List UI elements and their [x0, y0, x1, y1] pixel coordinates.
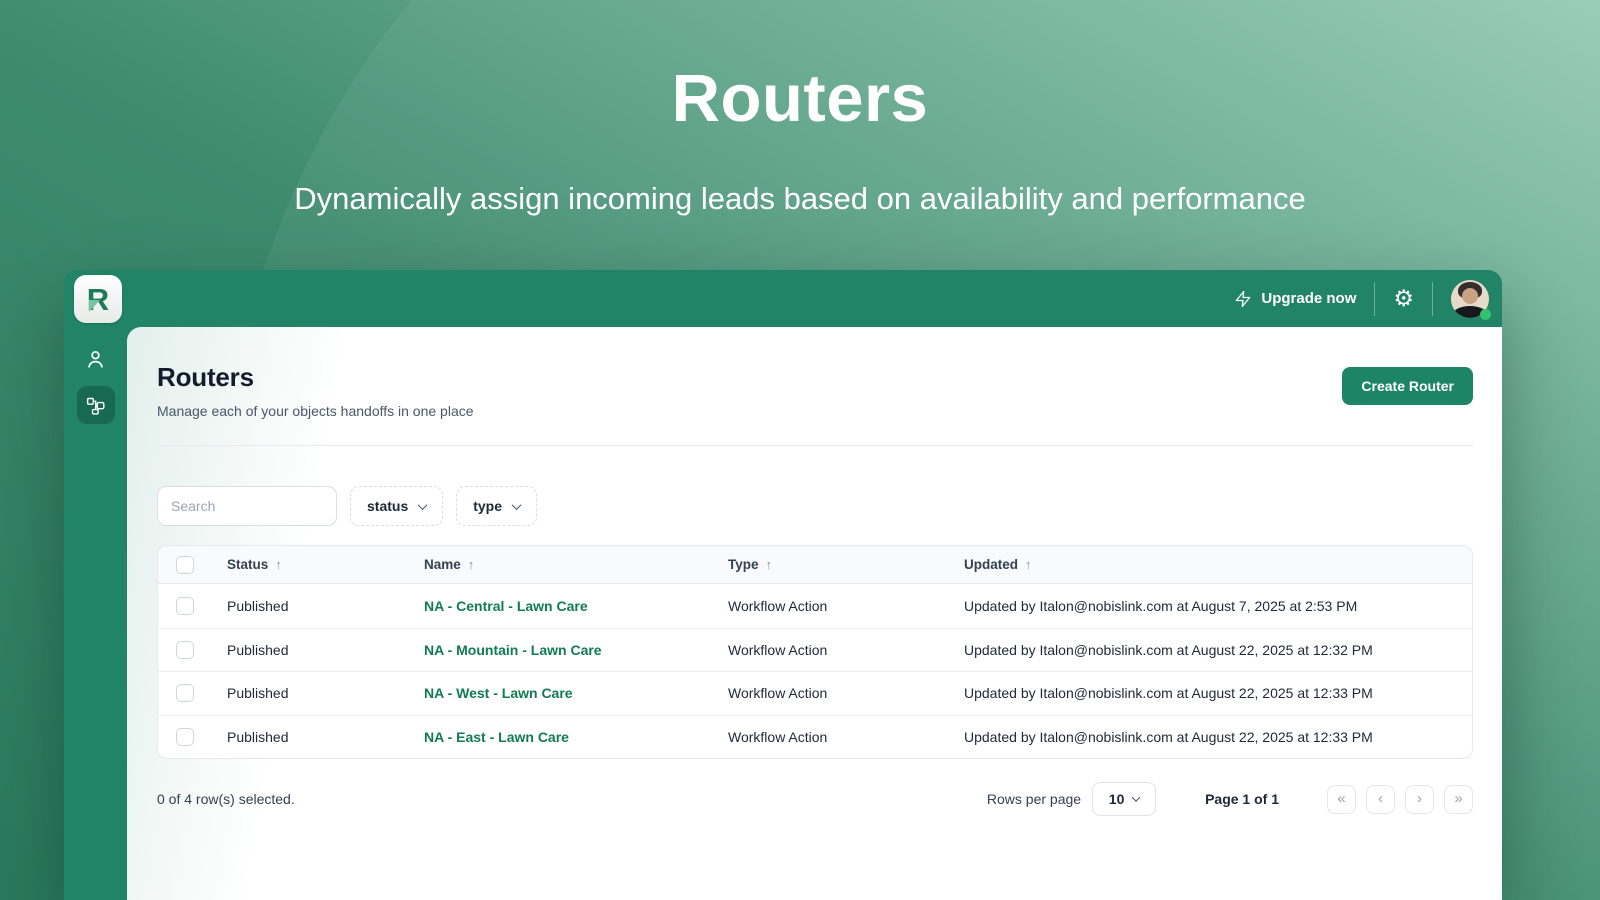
sort-ascending-icon: ↑ [1025, 557, 1032, 572]
page-subtitle: Manage each of your objects handoffs in … [157, 403, 474, 419]
cell-status: Published [227, 728, 289, 745]
topbar-divider [1432, 281, 1433, 316]
rows-per-page-select[interactable]: 10 [1092, 782, 1157, 816]
user-avatar[interactable] [1451, 279, 1491, 320]
selection-summary: 0 of 4 row(s) selected. [157, 791, 295, 807]
lightning-icon [1235, 290, 1251, 307]
rows-per-page-value: 10 [1108, 791, 1125, 807]
cell-status: Published [227, 685, 289, 702]
upgrade-now-label: Upgrade now [1261, 290, 1357, 307]
routers-table: Status↑ Name↑ Type↑ Updated↑ Published NA - … [157, 545, 1473, 759]
online-status-dot [1480, 308, 1491, 320]
gear-icon[interactable]: ⚙ [1393, 285, 1414, 311]
next-page-button[interactable]: › [1405, 784, 1434, 814]
row-checkbox[interactable] [176, 596, 194, 615]
previous-page-button[interactable]: ‹ [1366, 784, 1395, 814]
app-logo[interactable]: R [74, 275, 122, 323]
avatar-photo [1451, 279, 1489, 318]
table-row[interactable]: Published NA - East - Lawn Care Workflow A… [158, 714, 1472, 759]
sidebar [64, 327, 127, 900]
logo-triangle-accent [89, 300, 100, 312]
cell-type: Workflow Action [728, 641, 828, 658]
hero-subtitle: Dynamically assign incoming leads based … [294, 181, 1306, 216]
sidebar-item-routers[interactable] [76, 386, 115, 424]
row-checkbox[interactable] [176, 684, 194, 703]
chevron-down-icon [417, 499, 428, 510]
cell-updated: Updated by Italon@nobislink.com at Augus… [964, 728, 1373, 745]
rows-per-page-label: Rows per page [986, 791, 1082, 807]
table-row[interactable]: Published NA - Mountain - Lawn Care Workfl… [158, 627, 1472, 672]
cell-name-link[interactable]: NA - East - Lawn Care [424, 728, 569, 745]
column-header-updated[interactable]: Updated↑ [964, 557, 1032, 572]
cell-status: Published [227, 641, 289, 658]
status-filter-dropdown[interactable]: status [350, 486, 444, 526]
topbar-divider [1374, 281, 1376, 316]
create-router-button[interactable]: Create Router [1342, 367, 1473, 405]
select-all-cell [158, 555, 227, 574]
column-header-name[interactable]: Name↑ [424, 557, 475, 572]
column-header-status[interactable]: Status↑ [227, 557, 282, 572]
sort-ascending-icon: ↑ [275, 557, 282, 572]
cell-type: Workflow Action [728, 728, 828, 745]
table-header-row: Status↑ Name↑ Type↑ Updated↑ [158, 546, 1472, 584]
last-page-button[interactable]: » [1444, 784, 1473, 814]
main-panel: Routers Manage each of your objects hand… [127, 327, 1502, 900]
sort-ascending-icon: ↑ [467, 557, 475, 572]
chevron-down-icon [1132, 793, 1141, 802]
cell-updated: Updated by Italon@nobislink.com at Augus… [964, 685, 1373, 702]
status-filter-label: status [367, 498, 409, 514]
page-title: Routers [157, 362, 254, 392]
search-input[interactable] [157, 486, 337, 526]
cell-name-link[interactable]: NA - Central - Lawn Care [424, 597, 588, 614]
person-icon [88, 350, 103, 368]
hero-title: Routers [671, 61, 929, 136]
row-checkbox[interactable] [176, 727, 194, 746]
sort-ascending-icon: ↑ [765, 557, 773, 572]
cell-type: Workflow Action [728, 685, 828, 702]
sidebar-item-contacts[interactable] [77, 340, 115, 378]
app-window: R Upgrade now ⚙ [64, 270, 1502, 900]
cell-status: Published [227, 597, 289, 614]
cell-name-link[interactable]: NA - Mountain - Lawn Care [424, 641, 602, 658]
page-indicator: Page 1 of 1 [1205, 791, 1279, 807]
router-workflow-icon [86, 397, 105, 415]
upgrade-now-button[interactable]: Upgrade now [1234, 290, 1356, 308]
type-filter-dropdown[interactable]: type [456, 486, 538, 526]
section-divider [157, 445, 1473, 446]
cell-updated: Updated by Italon@nobislink.com at Augus… [964, 597, 1358, 614]
column-header-type[interactable]: Type↑ [728, 557, 773, 572]
cell-name-link[interactable]: NA - West - Lawn Care [424, 685, 573, 702]
chevron-down-icon [511, 499, 522, 510]
first-page-button[interactable]: « [1327, 784, 1356, 814]
cell-updated: Updated by Italon@nobislink.com at Augus… [964, 641, 1373, 658]
table-row[interactable]: Published NA - Central - Lawn Care Workflo… [158, 584, 1472, 628]
type-filter-label: type [473, 498, 503, 514]
select-all-checkbox[interactable] [176, 555, 194, 574]
cell-type: Workflow Action [728, 597, 828, 614]
row-checkbox[interactable] [176, 640, 194, 659]
table-row[interactable]: Published NA - West - Lawn Care Workflow A… [158, 671, 1472, 715]
app-topbar: R Upgrade now ⚙ [64, 270, 1502, 327]
